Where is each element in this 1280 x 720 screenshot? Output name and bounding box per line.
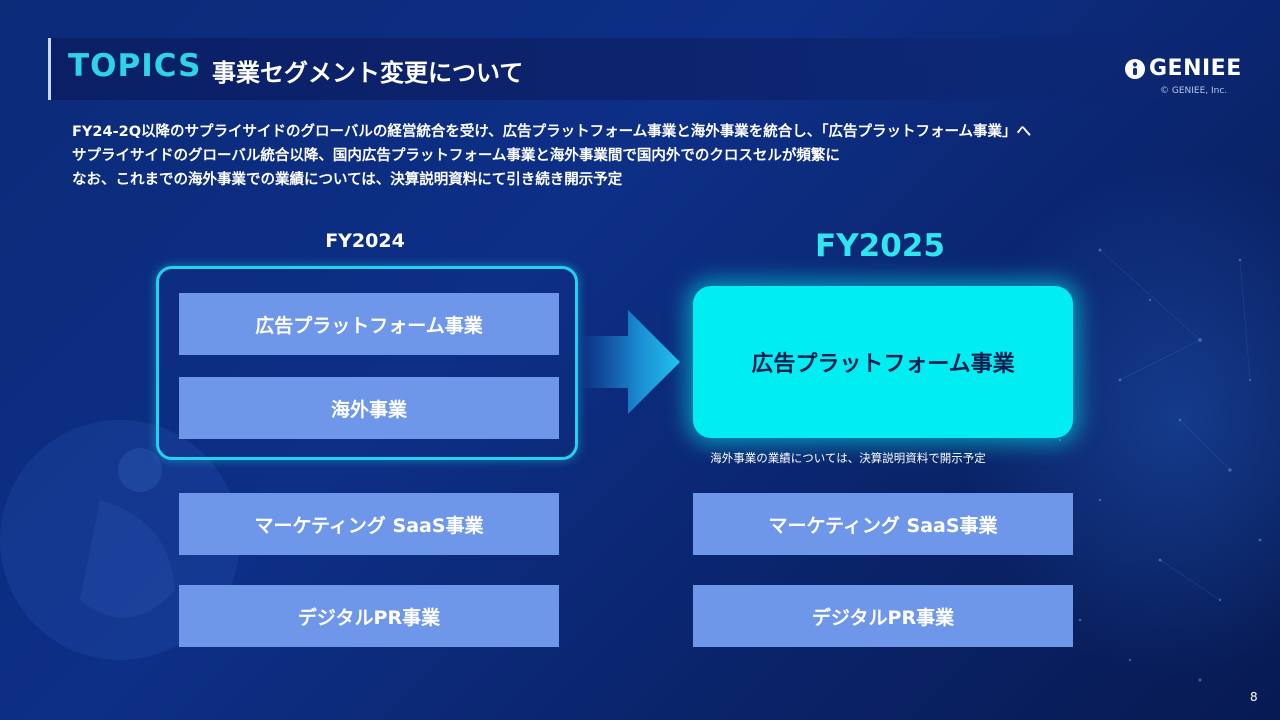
description-line-1: FY24-2Q以降のサプライサイドのグローバルの経営統合を受け、広告プラットフォ… xyxy=(72,124,1032,140)
fy2025-segment-digital-pr: デジタルPR事業 xyxy=(693,585,1073,647)
header-bar xyxy=(48,38,1280,100)
fy2025-segment-marketing-saas: マーケティング SaaS事業 xyxy=(693,493,1073,555)
logo-text: GENIEE xyxy=(1149,56,1242,81)
fy2025-label: FY2025 xyxy=(815,228,945,264)
description-line-3: なお、これまでの海外事業での業績については、決算説明資料にて引き続き開示予定 xyxy=(72,172,623,188)
geniee-logo-icon xyxy=(1125,58,1145,79)
fy2024-segment-marketing-saas: マーケティング SaaS事業 xyxy=(179,493,559,555)
page-title: 事業セグメント変更について xyxy=(212,59,524,87)
fy2024-label: FY2024 xyxy=(325,230,405,252)
description-line-2: サプライサイドのグローバル統合以降、国内広告プラットフォーム事業と海外事業間で国… xyxy=(72,148,840,164)
fy2024-segment-ad-platform: 広告プラットフォーム事業 xyxy=(179,293,559,355)
company-logo: GENIEE xyxy=(1124,56,1242,81)
description: FY24-2Q以降のサプライサイドのグローバルの経営統合を受け、広告プラットフォ… xyxy=(72,120,1031,192)
fy2024-segment-digital-pr: デジタルPR事業 xyxy=(179,585,559,647)
merge-group-frame xyxy=(156,266,578,460)
topics-label: TOPICS xyxy=(68,48,202,84)
copyright: © GENIEE, Inc. xyxy=(1160,86,1228,96)
arrow-right-icon xyxy=(580,310,680,414)
overseas-results-note: 海外事業の業績については、決算説明資料で開示予定 xyxy=(710,451,986,465)
page-number: 8 xyxy=(1250,690,1258,704)
fy2025-merged-ad-platform: 広告プラットフォーム事業 xyxy=(693,286,1073,438)
fy2024-segment-overseas: 海外事業 xyxy=(179,377,559,439)
